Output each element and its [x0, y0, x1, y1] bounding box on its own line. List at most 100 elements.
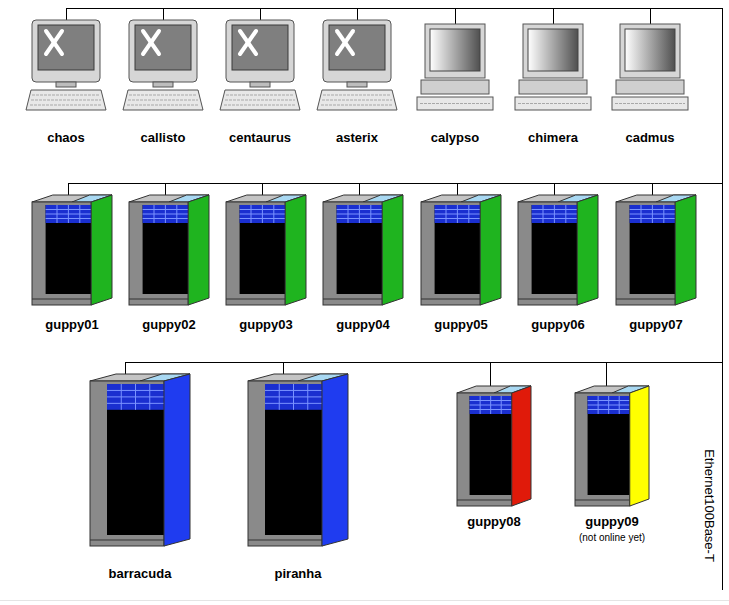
drive-bay-line [501, 396, 502, 414]
host-name: asterix [336, 130, 378, 145]
server-side [285, 195, 306, 305]
monitor-neck [56, 82, 76, 87]
bus-line [722, 8, 723, 590]
server-node: guppy04 [323, 195, 403, 332]
host-name: callisto [141, 130, 186, 145]
host-name: guppy02 [142, 317, 195, 332]
ethernet-bus [66, 8, 723, 590]
server-icon [457, 386, 531, 506]
drive-bay-line [565, 205, 566, 223]
drive-bay-line [262, 205, 263, 223]
workstation-node: cadmus [610, 20, 690, 145]
computer-icon [513, 20, 593, 112]
drive-bay-line [348, 205, 349, 223]
monitor-body [32, 20, 100, 82]
server-node: guppy01 [32, 195, 112, 332]
drive-bays [630, 205, 676, 223]
computer-icon [610, 20, 690, 112]
monitor-body [425, 24, 485, 78]
drive-bay-line [279, 384, 280, 410]
drop-wire [650, 8, 651, 24]
server-case [616, 202, 675, 305]
monitor-body [129, 20, 197, 82]
drive-bays [240, 205, 286, 223]
host-name: guppy09 [585, 514, 638, 529]
server-case [32, 202, 91, 305]
computer-icon [26, 20, 106, 112]
monitor-screen [232, 25, 288, 70]
computer-icon [415, 20, 495, 112]
host-name: cadmus [625, 130, 674, 145]
server-base [616, 299, 675, 300]
drive-bay-line [663, 205, 664, 223]
bus-line [68, 183, 722, 184]
drop-wire [357, 8, 358, 20]
server-case [421, 202, 480, 305]
keyboard-keys [225, 100, 295, 101]
monitor-screen [625, 29, 675, 71]
server-node: barracuda [90, 374, 190, 581]
workstation-node: centaurus [220, 20, 300, 145]
server-node: guppy08 [457, 386, 531, 529]
drop-wire [553, 8, 554, 24]
server-front [470, 396, 512, 495]
bus-line [125, 362, 722, 363]
workstation-node: asterix [317, 20, 397, 145]
keyboard-keys [322, 100, 392, 101]
server-node: guppy07 [616, 195, 696, 332]
computer-icon [317, 20, 397, 112]
drive-bay-line [468, 205, 469, 223]
server-icon [129, 195, 209, 305]
workstation-node: callisto [123, 20, 203, 145]
x-logo-stroke [240, 31, 256, 54]
drive-bays [265, 384, 322, 410]
drive-bay-line [68, 205, 69, 223]
drive-bays [470, 396, 512, 414]
drop-wire [66, 8, 67, 20]
monitor-body [226, 20, 294, 82]
computer-icon [123, 20, 203, 112]
keyboard-keys [224, 105, 296, 106]
host-name: guppy01 [45, 317, 98, 332]
x-logo-stroke [337, 31, 353, 54]
monitor-body [620, 24, 680, 78]
server-icon [90, 374, 190, 546]
keyboard [123, 90, 203, 110]
drive-bay-line [121, 384, 122, 410]
server-icon [616, 195, 696, 305]
drive-bay-line [652, 205, 653, 223]
keyboard [417, 97, 493, 110]
monitor-neck [250, 82, 270, 87]
drive-bay-line [273, 205, 274, 223]
drive-bay-line [490, 396, 491, 414]
drop-wire [606, 362, 607, 388]
drive-bay-line [79, 205, 80, 223]
server-front [532, 205, 578, 294]
x-logo [143, 31, 159, 54]
keyboard-keys [420, 103, 490, 104]
server-front [265, 384, 322, 535]
drive-bay-line [135, 384, 136, 410]
drop-wire [260, 8, 261, 20]
bus-line [66, 8, 722, 9]
drive-bay-line [359, 205, 360, 223]
x-logo [240, 31, 256, 54]
host-name: centaurus [229, 130, 291, 145]
server-base [90, 540, 164, 541]
drive-bay-line [641, 205, 642, 223]
server-case [575, 393, 630, 506]
monitor-neck [347, 82, 367, 87]
server-side [188, 195, 209, 305]
keyboard-keys [30, 105, 102, 106]
server-icon [32, 195, 112, 305]
monitor-screen [528, 29, 578, 71]
server-side [91, 195, 112, 305]
drive-bay-line [598, 396, 599, 414]
server-side [164, 374, 190, 546]
server-front [588, 396, 630, 495]
keyboard [220, 90, 300, 110]
server-base [421, 299, 480, 300]
monitor-screen [135, 25, 191, 70]
server-case [129, 202, 188, 305]
monitor-screen [430, 29, 480, 71]
